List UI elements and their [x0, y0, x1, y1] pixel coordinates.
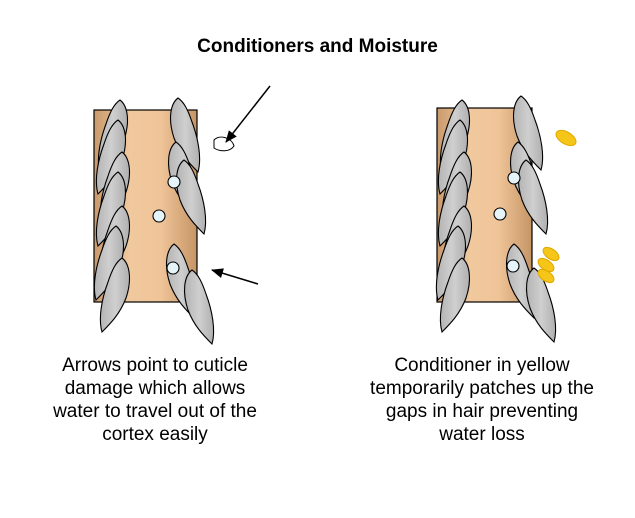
conditioner-patch-mid-3 — [537, 268, 555, 284]
caption-conditioned-hair: Conditioner in yellow temporarily patche… — [347, 354, 617, 446]
caption-line: temporarily patches up the — [370, 378, 594, 399]
caption-line: Arrows point to cuticle — [62, 355, 248, 376]
cuticle-gap-top — [213, 136, 235, 152]
caption-line: Conditioner in yellow — [394, 355, 570, 376]
caption-line: water loss — [439, 424, 525, 445]
conditioner-patch-top — [555, 129, 577, 147]
arrow-damage-top — [225, 85, 271, 143]
caption-line: water to travel out of the — [53, 401, 257, 422]
caption-line: gaps in hair preventing — [385, 401, 579, 422]
pores-right — [493, 171, 521, 273]
caption-line: cortex easily — [102, 424, 208, 445]
damaged-hair-strand — [93, 85, 271, 345]
caption-line: damage which allows — [64, 378, 246, 399]
conditioned-hair-strand — [435, 95, 577, 343]
conditioner-patches — [537, 129, 577, 284]
pores-left — [152, 175, 181, 275]
caption-damaged-hair: Arrows point to cuticle damage which all… — [20, 354, 290, 446]
diagram-title: Conditioners and Moisture — [197, 36, 438, 57]
conditioner-patch-mid-1 — [542, 246, 560, 262]
arrow-damage-bottom — [211, 268, 259, 285]
